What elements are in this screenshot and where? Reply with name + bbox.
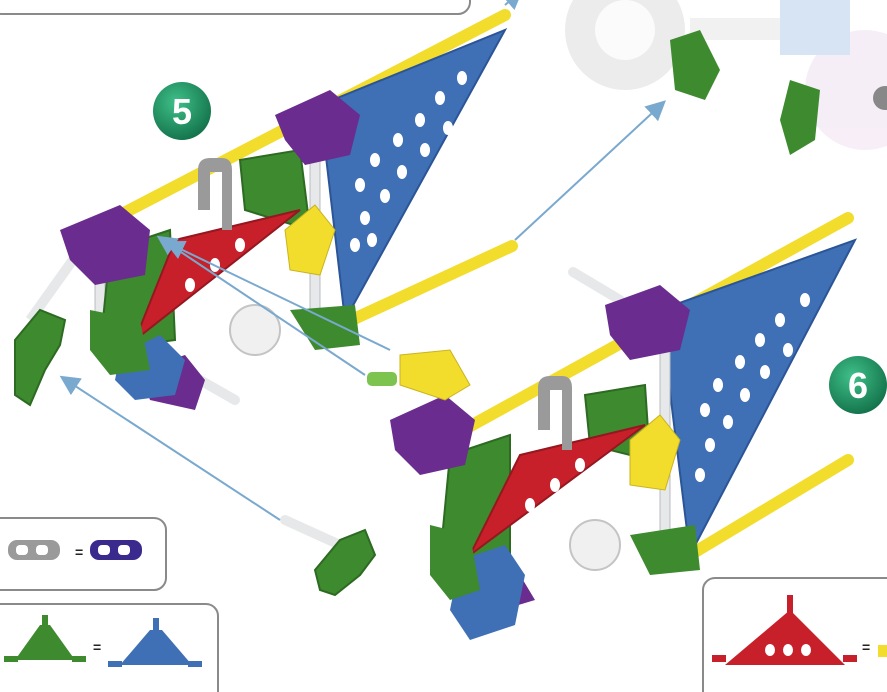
- blue-triangle-panel: [320, 30, 505, 320]
- legend-connector-equivalence: =: [0, 518, 166, 590]
- step-6-number: 6: [848, 365, 868, 406]
- loose-green-connector: [15, 310, 65, 405]
- green-rod-end: [367, 372, 397, 386]
- step-5-badge: 5: [153, 82, 211, 140]
- legend-green-blue-equivalence: =: [0, 604, 218, 692]
- arrow-top: [505, 0, 520, 5]
- faded-previous-model: [565, 0, 887, 150]
- green-bracket: [290, 305, 360, 350]
- grey-connector-icon: [8, 540, 60, 560]
- white-connector: [570, 520, 620, 570]
- previous-step-box: [0, 0, 470, 14]
- equals-sign: =: [862, 639, 870, 655]
- yellow-piece-icon: [878, 645, 887, 657]
- model-step-6: [285, 218, 855, 640]
- yellow-connector: [400, 350, 470, 400]
- arrow-to-green-piece: [515, 103, 663, 240]
- green-bracket: [630, 525, 700, 575]
- step-6-badge: 6: [829, 356, 887, 414]
- purple-connector-icon: [90, 540, 142, 560]
- white-rod: [285, 520, 340, 545]
- grey-clip: [198, 158, 232, 230]
- step-5-number: 5: [172, 91, 192, 132]
- grey-clip: [538, 376, 572, 450]
- legend-red-yellow-equivalence: =: [703, 578, 887, 692]
- white-rod: [573, 272, 620, 300]
- equals-sign: =: [93, 639, 101, 655]
- model-step-5: [15, 15, 512, 410]
- equals-sign: =: [75, 544, 83, 560]
